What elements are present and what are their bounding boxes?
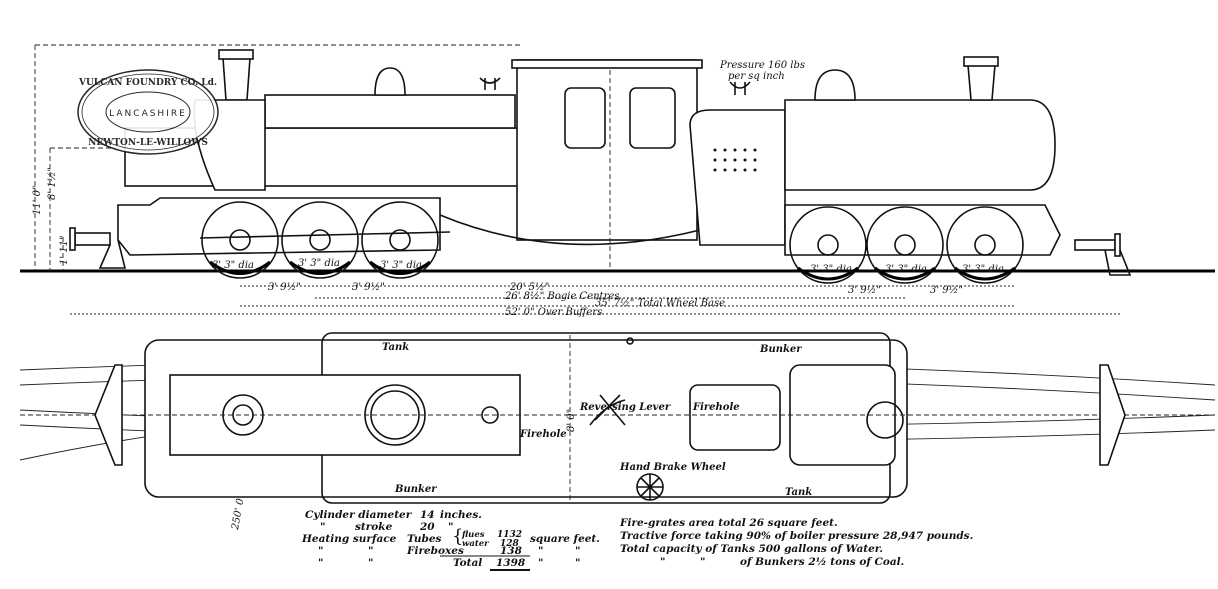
front-dome	[374, 67, 406, 96]
right-buffer	[1074, 239, 1116, 251]
spec-tractive-force: Tractive force taking 90% of boiler pres…	[620, 530, 973, 542]
spec-tank-capacity: Total capacity of Tanks 500 gallons of W…	[620, 543, 883, 555]
spec-ditto: "	[538, 545, 543, 557]
wheel-dia-6: 3' 3" dia	[962, 264, 1004, 275]
plan-view: 250' 0" radius Tank Bunker Firehole Fire…	[19, 332, 1216, 532]
spec-ditto: "	[318, 545, 323, 557]
hand-brake-wheel	[636, 473, 664, 501]
cab	[516, 59, 698, 241]
wheel-dia-3: 3' 3" dia	[380, 260, 422, 271]
spec-fireboxes-value: 138	[500, 545, 523, 557]
dim-height-buffer: 1' 11"	[59, 235, 70, 265]
spec-fire-grates: Fire-grates area total 26 square feet.	[619, 517, 838, 529]
spec-cylinder-label: Cylinder diameter	[305, 509, 413, 521]
plan-bunker-right: Bunker	[759, 344, 802, 355]
wheel-dia-4: 3' 3" dia	[810, 264, 852, 275]
dim-total-wheel-base: 35' 7½" Total Wheel Base	[595, 298, 725, 309]
tank-rivets	[713, 148, 757, 172]
front-engine-frame	[117, 197, 441, 256]
spec-water-value: 128	[500, 539, 520, 549]
plan-left-buffer	[94, 364, 123, 466]
rear-boiler	[784, 99, 1056, 191]
plan-firehole-right: Firehole	[692, 402, 740, 413]
left-buffer	[74, 232, 111, 246]
spec-ditto: "	[700, 556, 705, 568]
spec-sqft-unit: square feet.	[530, 533, 600, 545]
rear-chimney	[967, 64, 996, 101]
logo-bottom: NEWTON-LE-WILLOWS	[88, 138, 208, 148]
spec-cylinder-value: 14	[420, 509, 435, 521]
wheel-dia-2: 3' 3" dia	[298, 258, 340, 269]
front-chimney	[222, 57, 251, 101]
dim-spacing-3: 3' 9½"	[848, 285, 881, 296]
spec-ditto: "	[368, 545, 373, 557]
spec-ditto: "	[320, 521, 325, 533]
spec-stroke-value: 20	[419, 521, 435, 533]
plan-right-buffer	[1099, 364, 1126, 466]
spec-flues-value: 1132	[497, 530, 522, 540]
rear-dome	[814, 69, 856, 101]
rear-tank	[689, 109, 786, 246]
plan-reversing-lever: Reversing Lever	[579, 402, 671, 413]
wheel-dia-5: 3' 3" dia	[885, 264, 927, 275]
dim-spacing-1: 3' 9½"	[268, 282, 301, 293]
spec-ditto: "	[368, 557, 373, 569]
plan-bunker-left: Bunker	[394, 484, 437, 495]
vulcan-foundry-logo: VULCAN FOUNDRY CO. Ld. LANCASHIRE NEWTON…	[77, 69, 219, 155]
spec-ditto: "	[318, 557, 323, 569]
front-bogie-wheels	[199, 201, 451, 279]
spec-fireboxes-label: Fireboxes	[406, 545, 464, 557]
spec-cylinder-unit: inches.	[440, 509, 482, 521]
plan-firehole-left: Firehole	[519, 429, 567, 440]
specifications-left: Cylinder diameter 14 inches. " stroke 20…	[301, 509, 600, 571]
firehole-rear-plan	[689, 384, 781, 451]
plan-tank-right: Tank	[785, 487, 812, 498]
pressure-label-1: Pressure 160 lbs	[719, 60, 805, 71]
brace: {	[452, 526, 463, 547]
front-boiler-tank	[124, 127, 521, 187]
logo-top: VULCAN FOUNDRY CO. Ld.	[78, 78, 217, 88]
spec-ditto: "	[660, 556, 665, 568]
dim-height-overall: 11' 0"	[32, 185, 43, 215]
spec-total-label: Total	[453, 557, 482, 569]
dim-bogie-gap: 20' 5½"	[509, 282, 549, 293]
dim-spacing-4: 3' 9½"	[930, 285, 963, 296]
spec-stroke-label: stroke	[355, 521, 393, 533]
dim-spacing-2: 3' 9½"	[352, 282, 385, 293]
dim-bogie-centres: 26' 8½" Bogie Centres	[504, 291, 619, 302]
spec-ditto: "	[538, 557, 543, 569]
spec-ditto: "	[575, 545, 580, 557]
logo-middle: LANCASHIRE	[109, 109, 187, 119]
dim-height-boiler: 8' 1½"	[47, 167, 58, 200]
spec-flues-label: flues	[461, 530, 485, 540]
spec-ditto: "	[448, 521, 453, 533]
rear-bogie-wheels	[789, 206, 1024, 284]
front-boiler-top	[264, 94, 516, 129]
pressure-label-2: per sq inch	[728, 71, 785, 82]
spec-heating-label: Heating surface	[301, 533, 397, 545]
wheel-dia-1: 3' 3" dia	[212, 260, 254, 271]
specifications-right: Fire-grates area total 26 square feet. T…	[619, 517, 973, 568]
spec-ditto: "	[575, 557, 580, 569]
dim-over-buffers: 52' 0" Over Buffers	[505, 307, 602, 318]
plan-hand-brake-wheel: Hand Brake Wheel	[619, 462, 726, 473]
plan-width: 8' 0"	[566, 409, 577, 432]
spec-bunker-capacity: of Bunkers 2½ tons of Coal.	[740, 556, 904, 568]
spec-total-value: 1398	[496, 557, 526, 569]
plan-tank-left: Tank	[382, 342, 409, 353]
spec-tubes-label: Tubes	[407, 533, 442, 545]
spec-water-label: water	[462, 539, 489, 549]
rear-engine-frame	[784, 204, 1061, 256]
